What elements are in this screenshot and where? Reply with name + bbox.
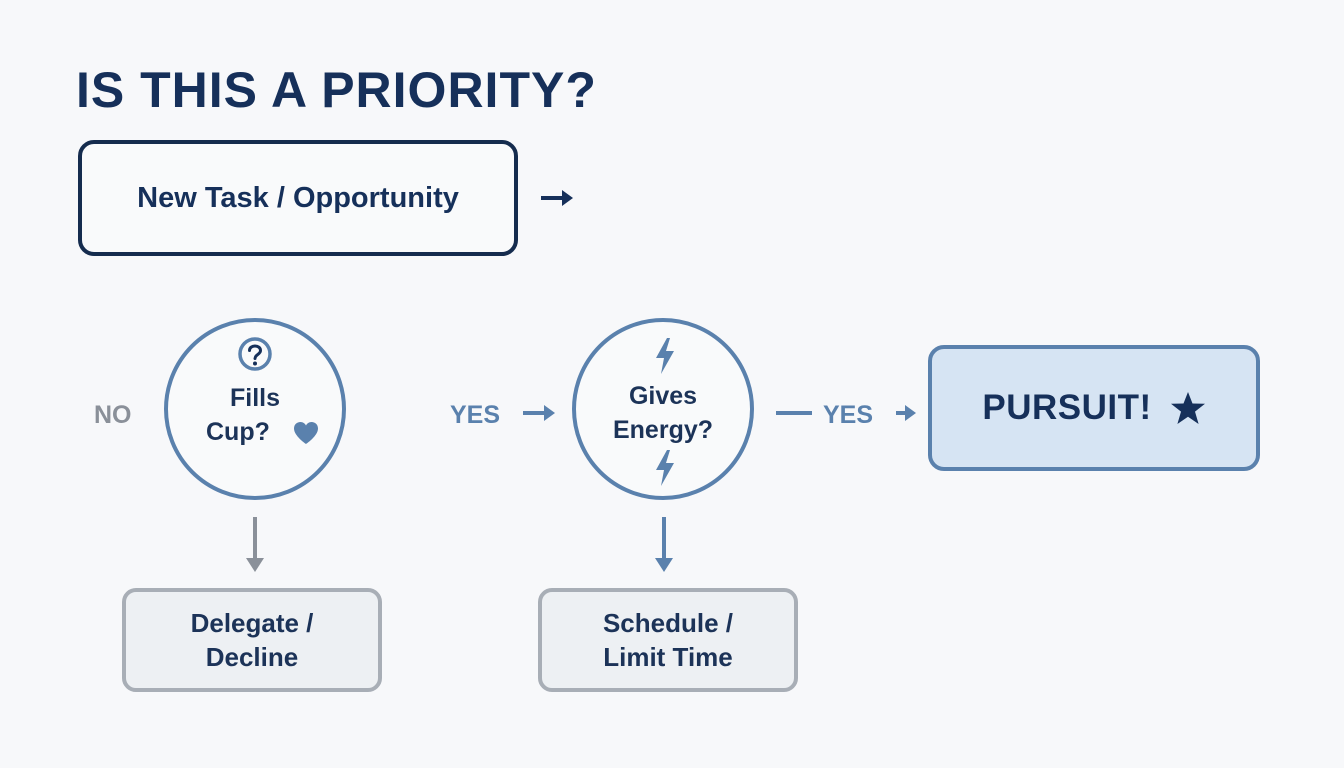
start-node-label: New Task / Opportunity xyxy=(137,181,459,214)
down-arrow-2-icon xyxy=(655,517,673,572)
decision-1-line-2: Cup? xyxy=(206,418,270,446)
question-circle-icon xyxy=(238,337,272,371)
down-arrow-1-icon xyxy=(246,517,264,572)
lightning-bolt-icon xyxy=(656,338,674,374)
branch-label-yes-1: YES xyxy=(450,401,501,429)
yes-arrow-2-icon xyxy=(896,405,916,421)
pursuit-label: PURSUIT! xyxy=(982,388,1152,427)
lightning-bolt-icon xyxy=(656,450,674,486)
page-title: IS THIS A PRIORITY? xyxy=(76,62,597,118)
decision-2-line-2: Energy? xyxy=(612,416,714,444)
schedule-limit-time-label: Schedule / Limit Time xyxy=(602,608,734,672)
start-node-new-task: New Task / Opportunity xyxy=(78,140,518,256)
outcome-delegate-decline: Delegate / Decline xyxy=(122,588,382,692)
yes-arrow-1-icon xyxy=(523,405,555,421)
delegate-decline-label: Delegate / Decline xyxy=(190,608,314,672)
branch-label-no: NO xyxy=(94,401,132,429)
outcome-pursuit: PURSUIT! xyxy=(928,345,1260,471)
decision-1-line-1: Fills xyxy=(229,384,280,412)
decision-2-line-1: Gives xyxy=(628,382,698,410)
branch-label-yes-2: YES xyxy=(823,401,874,429)
outcome-schedule-limit-time: Schedule / Limit Time xyxy=(538,588,798,692)
start-arrow-icon xyxy=(541,190,573,206)
decision-gives-energy: Gives Energy? xyxy=(572,318,754,500)
heart-icon xyxy=(294,422,318,444)
star-icon xyxy=(1170,392,1205,424)
decision-fills-cup: Fills Cup? xyxy=(164,318,346,500)
